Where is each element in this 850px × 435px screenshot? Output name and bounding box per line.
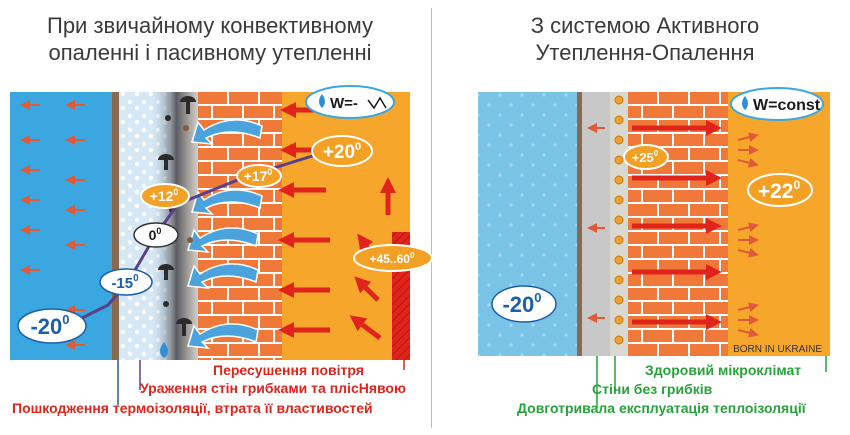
right-moisture-label: W=const xyxy=(753,97,821,114)
left-room-zone xyxy=(282,92,410,360)
left-temp-room: +20 xyxy=(323,142,355,163)
right-temp-film: +25 xyxy=(632,150,654,165)
right-title-line-1: З системою Активного xyxy=(530,13,760,38)
right-caption-long-life: Довготривала експлуатація теплоізоляції xyxy=(517,400,806,416)
left-moisture-label: W=- xyxy=(330,95,358,112)
right-panel-title: З системою Активного Утеплення-Опалення xyxy=(440,12,850,66)
water-drop-icon xyxy=(319,94,325,108)
right-diagram xyxy=(478,92,830,356)
right-outflow-arrows xyxy=(587,123,605,323)
left-plaster-layer xyxy=(112,92,119,360)
left-brick-wall xyxy=(198,92,282,360)
left-mold-spots xyxy=(158,96,196,336)
left-outflow-arrows xyxy=(20,100,85,350)
left-caption-insulation-damage: Пошкодження термоізоляції, втрата її вла… xyxy=(12,400,373,416)
right-caption-healthy-climate: Здоровий мікроклімат xyxy=(645,362,802,378)
left-temp-insulation-warm: +12 xyxy=(150,188,174,204)
right-plaster-layer xyxy=(577,92,582,356)
left-temp-in-insulation: -15 xyxy=(111,275,133,292)
svg-text:-150: -150 xyxy=(111,273,139,292)
right-insulation-layer xyxy=(582,92,610,356)
left-diagram xyxy=(10,92,410,360)
right-room-arrows xyxy=(737,132,759,338)
left-title-line-2: опаленні і пасивному утепленні xyxy=(48,40,372,65)
left-temp-badge-cold-insulation: -150 xyxy=(99,268,153,296)
left-temp-outside: -20 xyxy=(30,314,62,339)
svg-text:+170: +170 xyxy=(244,167,273,184)
left-temp-badge-heater: +45..600 xyxy=(353,244,433,272)
left-panel-title: При звичайному конвективному опаленні і … xyxy=(0,12,420,66)
left-water-drop-icon xyxy=(160,342,168,358)
right-temp-badge-film: +250 xyxy=(623,144,669,170)
left-temp-badge-room: +200 xyxy=(311,135,373,167)
left-temp-badge-insulation: +120 xyxy=(140,183,190,209)
right-room-zone xyxy=(728,92,830,356)
left-convection-arrows xyxy=(187,119,263,349)
left-temp-heater: +45..60 xyxy=(370,252,411,266)
left-caption-mold: Ураження стін грибками та плісНявою xyxy=(140,380,406,396)
left-temp-wall: +17 xyxy=(244,168,268,184)
right-heating-dots xyxy=(614,95,624,345)
svg-text:+200: +200 xyxy=(323,141,361,163)
decrease-trend-icon xyxy=(367,96,387,110)
svg-text:00: 00 xyxy=(149,226,162,243)
right-caption-no-fungus: Стіни без грибків xyxy=(592,381,713,397)
left-title-line-1: При звичайному конвективному xyxy=(47,13,373,38)
right-title-line-2: Утеплення-Опалення xyxy=(535,40,755,65)
left-temp-badge-zero: 00 xyxy=(133,222,179,248)
svg-text:+120: +120 xyxy=(150,187,179,204)
right-temp-badge-room: +220 xyxy=(747,173,813,207)
left-caption-dry-air: Пересушення повітря xyxy=(213,362,364,378)
water-drop-icon xyxy=(742,96,748,110)
right-moisture-badge: W=const xyxy=(730,87,824,121)
left-temp-badge-outside: -200 xyxy=(17,308,87,344)
right-leader-lines xyxy=(596,356,827,408)
panel-divider xyxy=(431,8,432,428)
svg-text:+250: +250 xyxy=(632,149,659,165)
left-temp-badge-wall: +170 xyxy=(236,164,282,188)
right-temp-room: +22 xyxy=(758,180,794,203)
svg-text:+220: +220 xyxy=(758,178,801,203)
right-temp-badge-outside: -200 xyxy=(491,285,557,323)
left-leader-lines xyxy=(117,360,405,405)
right-temp-outside: -20 xyxy=(502,292,534,317)
svg-text:-200: -200 xyxy=(30,312,69,339)
right-heat-arrows xyxy=(632,119,723,331)
svg-text:-200: -200 xyxy=(502,290,541,317)
right-watermark: BORN IN UKRAINE xyxy=(733,344,822,355)
svg-text:+45..600: +45..600 xyxy=(370,251,415,266)
left-temp-zero: 0 xyxy=(149,227,157,243)
left-moisture-badge: W=- xyxy=(305,85,395,119)
